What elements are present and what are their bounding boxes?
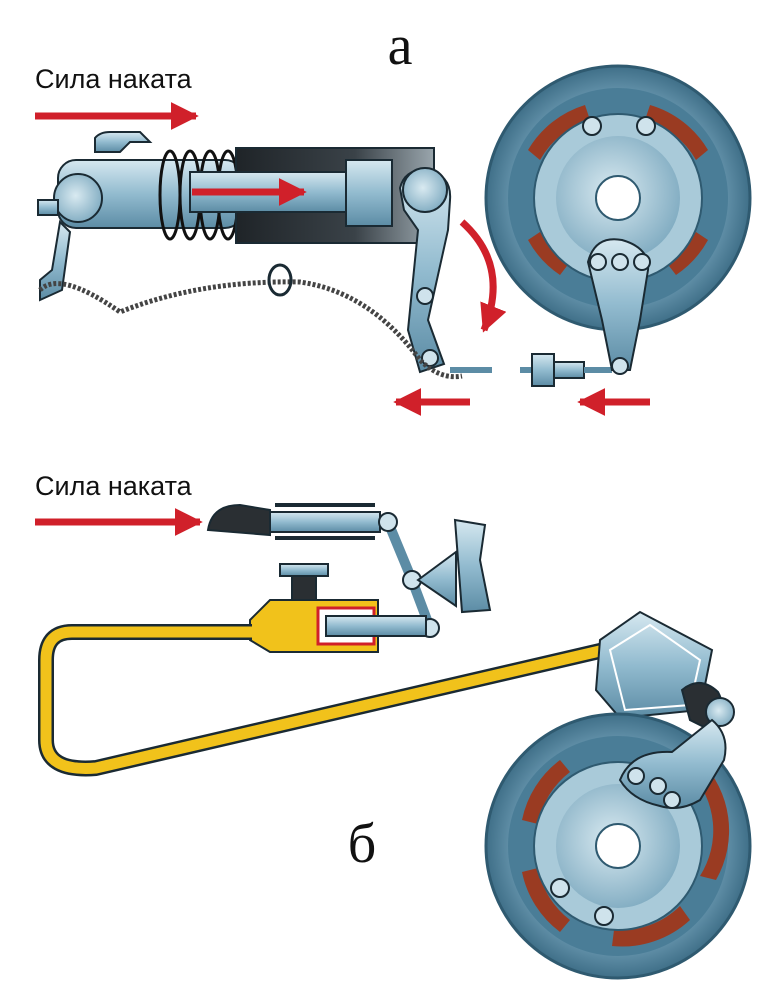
hydraulic-line-fill: [40, 626, 606, 774]
panel-b: б Сила наката: [35, 471, 752, 980]
panel-a-rotation-arrow: [459, 219, 507, 333]
coupling-head: [37, 131, 244, 302]
cable-guide-ring: [267, 263, 293, 297]
panel-b-force-label: Сила наката: [35, 471, 193, 501]
linkage-b: [378, 512, 492, 638]
panel-b-label: б: [348, 813, 377, 875]
brake-lever-b: [618, 718, 727, 809]
wheel-actuator: [594, 610, 735, 732]
rod-clevis: [520, 353, 612, 387]
brake-lever-a: [586, 238, 651, 375]
panel-a: а Сила наката: [35, 15, 752, 416]
brake-drum-a: [484, 64, 752, 332]
panel-a-label: а: [388, 15, 413, 77]
coupling-b: [206, 503, 381, 540]
brake-cable: [38, 279, 463, 380]
piston: [345, 159, 393, 227]
transmission-lever: [398, 167, 452, 374]
panel-a-force-label: Сила наката: [35, 64, 193, 94]
master-cylinder: [249, 563, 427, 653]
